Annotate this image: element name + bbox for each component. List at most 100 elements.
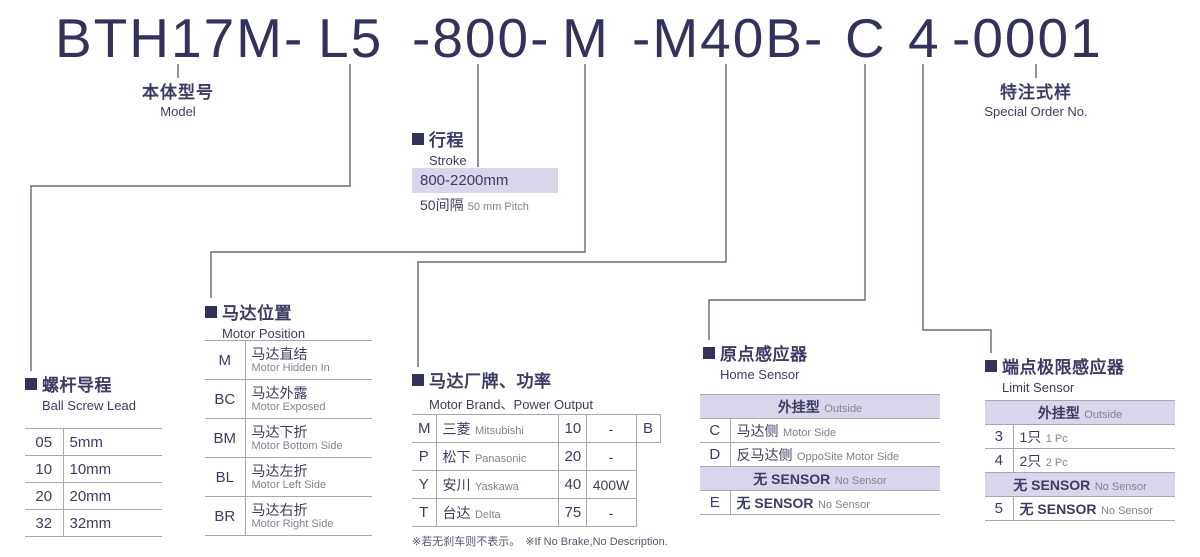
model-code-segment-home-sensor: C: [845, 7, 887, 69]
table-row: 05 5mm: [25, 428, 162, 456]
home-sensor-header-zh: 外挂型: [777, 398, 820, 415]
motor-position-title-zh: 马达位置: [222, 304, 292, 323]
table-row: M 马达直结 Motor Hidden In: [205, 340, 372, 380]
ball-screw-lead-title-en: Ball Screw Lead: [42, 398, 136, 413]
power-code: 10: [557, 414, 586, 443]
lead-value: 32mm: [62, 509, 162, 537]
position-desc-en: Motor Exposed: [251, 400, 326, 413]
brand-code: P: [412, 442, 436, 471]
power-value: -: [585, 442, 637, 471]
section-bullet-icon: [412, 373, 424, 386]
model-callout: 本体型号 Model: [98, 78, 258, 119]
brake-footnote-en: ※If No Brake,No Description.: [525, 536, 668, 548]
lead-value: 10mm: [62, 455, 162, 483]
table-row: 3 1只 1 Pc: [985, 424, 1175, 449]
limit-sensor-desc-en: No Sensor: [1100, 504, 1153, 517]
home-sensor-code: C: [700, 418, 730, 443]
home-sensor-title-zh: 原点感应器: [720, 345, 808, 364]
lead-code: 32: [25, 509, 63, 537]
home-sensor-desc-en: No Sensor: [817, 498, 870, 511]
table-row: T 台达 Delta 75 -: [412, 498, 660, 527]
lead-code: 05: [25, 428, 63, 456]
home-sensor-section-title: 原点感应器 Home Sensor: [703, 340, 808, 382]
connector-limit-sensor: [922, 64, 992, 353]
position-desc-zh: 马达左折: [251, 462, 308, 479]
stroke-section-title: 行程 Stroke: [412, 126, 467, 168]
position-desc-en: Motor Hidden In: [251, 361, 330, 374]
table-row: C 马达侧 Motor Side: [700, 418, 940, 443]
special-order-callout-zh: 特注式样: [1000, 83, 1072, 102]
home-sensor-desc: 无 SENSOR No Sensor: [729, 490, 940, 515]
model-code-segment-stroke: -800-: [412, 7, 551, 69]
ball-screw-lead-section-title: 螺杆导程 Ball Screw Lead: [25, 371, 136, 413]
home-sensor-desc: 马达侧 Motor Side: [729, 418, 940, 443]
position-desc: 马达外露 Motor Exposed: [244, 379, 372, 419]
brand-name-en: Panasonic: [474, 452, 527, 465]
home-sensor-desc-zh: 反马达侧: [736, 446, 793, 463]
section-bullet-icon: [985, 359, 997, 372]
model-callout-en: Model: [160, 104, 196, 119]
table-row: 4 2只 2 Pc: [985, 448, 1175, 473]
table-row: D 反马达侧 OppoSite Motor Side: [700, 442, 940, 467]
connector-home-sensor: [708, 64, 866, 340]
spacer-cell: [636, 499, 660, 527]
limit-sensor-header: 外挂型 Outside: [985, 400, 1175, 425]
position-desc-en: Motor Right Side: [251, 517, 334, 530]
position-desc-zh: 马达下折: [251, 423, 308, 440]
table-header-row: 无 SENSOR No Sensor: [700, 466, 940, 491]
table-header-row: 外挂型 Outside: [985, 400, 1175, 425]
brand-name: 台达 Delta: [435, 498, 558, 527]
home-sensor-code: E: [700, 490, 730, 515]
no-sensor-zh: 无 SENSOR: [1013, 476, 1091, 493]
lead-code: 10: [25, 455, 63, 483]
brake-footnote-zh: ※若无刹车则不表示。: [412, 536, 521, 548]
limit-sensor-desc: 1只 1 Pc: [1012, 424, 1175, 449]
model-code-segment-lead: L5: [318, 7, 384, 69]
table-header-row: 外挂型 Outside: [700, 394, 940, 419]
limit-sensor-code: 3: [985, 424, 1013, 449]
table-row: 10 10mm: [25, 455, 162, 483]
position-desc-zh: 马达右折: [251, 501, 308, 518]
table-row: BR 马达右折 Motor Right Side: [205, 496, 372, 536]
home-sensor-no-sensor-header: 无 SENSOR No Sensor: [700, 466, 940, 491]
motor-brand-table: M 三菱 Mitsubishi 10 - B P 松下 Panasonic 20…: [412, 414, 661, 527]
table-row: E 无 SENSOR No Sensor: [700, 490, 940, 515]
table-row: BL 马达左折 Motor Left Side: [205, 457, 372, 497]
home-sensor-desc-zh: 马达侧: [736, 422, 779, 439]
limit-sensor-title-zh: 端点极限感应器: [1002, 358, 1125, 377]
position-desc-en: Motor Left Side: [251, 478, 327, 491]
table-row: 32 32mm: [25, 509, 162, 537]
stroke-range-box: 800-2200mm: [412, 168, 558, 193]
limit-sensor-desc-zh: 2只: [1019, 452, 1042, 469]
model-code-segment-order-no: -0001: [952, 7, 1103, 69]
limit-sensor-desc-en: 2 Pc: [1045, 456, 1068, 469]
spacer-cell: [636, 443, 660, 471]
lead-value: 20mm: [62, 482, 162, 510]
table-row: P 松下 Panasonic 20 -: [412, 442, 660, 471]
limit-sensor-desc: 2只 2 Pc: [1012, 448, 1175, 473]
limit-sensor-desc-zh: 1只: [1019, 428, 1042, 445]
brand-name-zh: 安川: [442, 476, 471, 493]
connector-motor-position: [210, 64, 586, 298]
limit-sensor-no-sensor-header: 无 SENSOR No Sensor: [985, 472, 1175, 497]
stroke-range-value: 800-2200mm: [420, 172, 509, 189]
brake-code: B: [635, 414, 661, 443]
position-desc-zh: 马达直结: [251, 345, 308, 362]
home-sensor-header: 外挂型 Outside: [700, 394, 940, 419]
home-sensor-desc-en: Motor Side: [782, 426, 837, 439]
brand-name-zh: 台达: [442, 504, 471, 521]
brand-code: Y: [412, 470, 436, 499]
position-desc: 马达左折 Motor Left Side: [244, 457, 372, 497]
position-desc: 马达右折 Motor Right Side: [244, 496, 372, 536]
stroke-title-zh: 行程: [429, 131, 464, 150]
motor-position-section-title: 马达位置 Motor Position: [205, 299, 305, 341]
model-code-segment-limit-sensor: 4: [908, 7, 941, 69]
brand-name: 三菱 Mitsubishi: [435, 414, 558, 443]
limit-sensor-table: 外挂型 Outside 3 1只 1 Pc 4 2只 2 Pc 无 SENSOR…: [985, 400, 1175, 521]
brand-name-en: Mitsubishi: [474, 424, 524, 437]
ball-screw-lead-title-zh: 螺杆导程: [42, 376, 112, 395]
position-code: BC: [205, 379, 245, 419]
limit-sensor-section-title: 端点极限感应器 Limit Sensor: [985, 353, 1125, 395]
